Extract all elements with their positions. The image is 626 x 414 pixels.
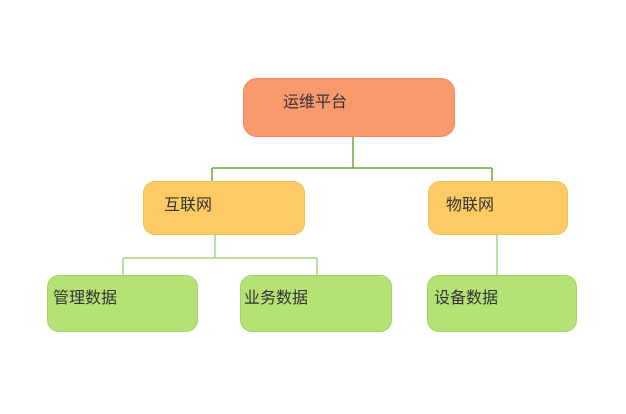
node-ops-platform-label: 运维平台 (283, 94, 348, 111)
node-business-data-label: 业务数据 (244, 290, 309, 307)
node-ops-platform: 运维平台 (243, 78, 455, 137)
node-business-data: 业务数据 (240, 275, 392, 332)
node-management-data-label: 管理数据 (53, 290, 118, 307)
node-iot-label: 物联网 (446, 197, 495, 214)
connector-root-to-level2 (211, 137, 493, 182)
node-internet: 互联网 (143, 181, 305, 235)
node-device-data-label: 设备数据 (434, 290, 499, 307)
node-device-data: 设备数据 (427, 275, 577, 332)
node-internet-label: 互联网 (164, 197, 213, 214)
connector-internet-to-children (122, 235, 318, 276)
node-iot: 物联网 (428, 181, 568, 235)
node-management-data: 管理数据 (47, 275, 198, 332)
